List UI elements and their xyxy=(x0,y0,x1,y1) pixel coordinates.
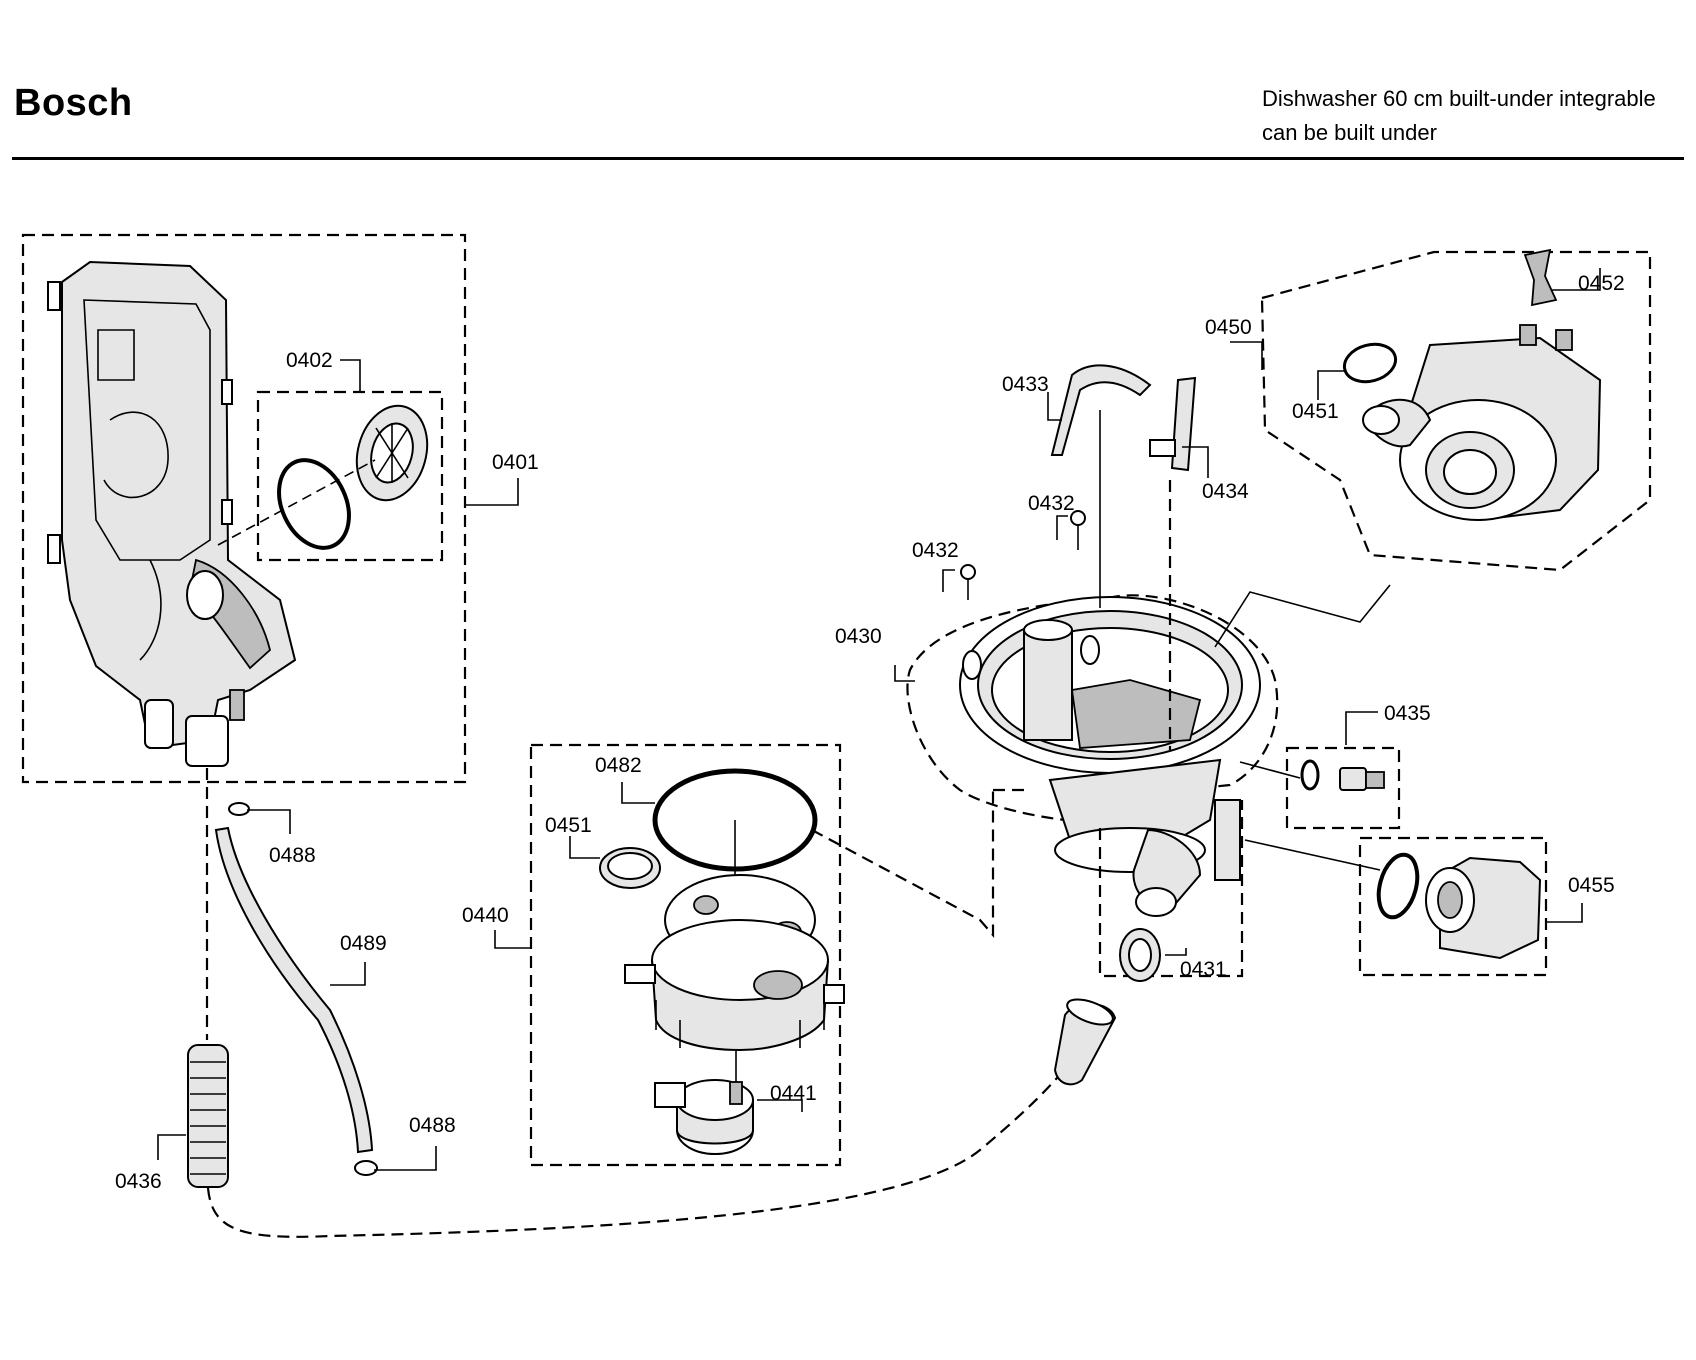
hose-0489 xyxy=(214,826,374,1154)
label-0489: 0489 xyxy=(340,932,387,955)
leader-0434 xyxy=(1182,446,1209,478)
label-0431: 0431 xyxy=(1180,958,1227,981)
leader-0482 xyxy=(621,782,655,804)
drain-housing xyxy=(47,260,297,767)
leader-0430 xyxy=(894,665,915,682)
leader-0488-lower xyxy=(374,1146,437,1171)
header-rule xyxy=(12,157,1684,160)
group-box-0435 xyxy=(1285,746,1401,830)
leader-0451-upper xyxy=(1317,370,1344,400)
group-box-0440 xyxy=(529,743,842,1167)
label-0452: 0452 xyxy=(1578,272,1625,295)
label-0430: 0430 xyxy=(835,625,882,648)
group-box-0402 xyxy=(256,390,444,562)
drain-stub xyxy=(1053,998,1117,1086)
label-0434: 0434 xyxy=(1202,480,1249,503)
corrugated-hose-0436 xyxy=(187,1044,229,1188)
label-0488-lower: 0488 xyxy=(409,1114,456,1137)
label-0482: 0482 xyxy=(595,754,642,777)
leader-0436 xyxy=(157,1134,186,1160)
hose-clamp-0488-upper xyxy=(228,802,250,816)
group-box-0431 xyxy=(1098,800,1244,978)
description-line-1: Dishwasher 60 cm built-under integrable xyxy=(1262,86,1656,111)
sensor-0435 xyxy=(1339,767,1385,791)
label-0402: 0402 xyxy=(286,349,333,372)
screw-0432-b xyxy=(1070,510,1086,550)
heater-connector xyxy=(811,788,1025,938)
description-line-2: can be built under xyxy=(1262,120,1437,145)
leader-0432-a xyxy=(942,569,955,592)
leader-0402 xyxy=(340,359,361,392)
label-0451-lower: 0451 xyxy=(545,814,592,837)
group-box-0455 xyxy=(1358,836,1548,977)
leader-0435 xyxy=(1345,711,1378,745)
label-0440: 0440 xyxy=(462,904,509,927)
seal-0455 xyxy=(1376,852,1420,920)
leader-0451-lower xyxy=(569,836,600,859)
leader-0401 xyxy=(466,478,519,506)
filter-0431 xyxy=(1119,928,1161,982)
clip-0433 xyxy=(1050,364,1152,456)
sump-pot xyxy=(959,596,1261,917)
clamp-0451-upper xyxy=(1342,342,1398,384)
hose-clamp-0488-lower xyxy=(354,1160,378,1176)
label-0401: 0401 xyxy=(492,451,539,474)
drain-hose-path xyxy=(206,1059,1073,1238)
leader-0489 xyxy=(330,962,366,986)
label-0450: 0450 xyxy=(1205,316,1252,339)
label-0455: 0455 xyxy=(1568,874,1615,897)
label-0441: 0441 xyxy=(770,1082,817,1105)
heater-housing xyxy=(624,874,845,1052)
bracket-0452 xyxy=(1523,248,1558,307)
leader-0440 xyxy=(494,930,530,949)
group-box-0401 xyxy=(21,233,467,784)
model-description: Dishwasher 60 cm built-under integrable … xyxy=(1262,82,1656,150)
leader-0431 xyxy=(1165,948,1187,956)
oring-0435 xyxy=(1300,759,1320,791)
pump-connector xyxy=(1214,584,1391,648)
group-box-0450 xyxy=(1260,250,1652,572)
group-outline-0430 xyxy=(906,594,1279,824)
leader-0433 xyxy=(1047,392,1062,421)
leader-0432-b xyxy=(1056,515,1068,540)
motor-0441 xyxy=(654,1050,754,1155)
label-0433: 0433 xyxy=(1002,373,1049,396)
leader-0441 xyxy=(757,1099,803,1112)
screw-0432-a xyxy=(960,564,976,600)
seal-ring xyxy=(277,458,351,550)
leader-0488-upper xyxy=(247,809,291,834)
non-return-valve xyxy=(355,404,429,502)
label-0432-b: 0432 xyxy=(1028,492,1075,515)
leader-0452 xyxy=(1552,268,1601,291)
label-0435: 0435 xyxy=(1384,702,1431,725)
label-0432-a: 0432 xyxy=(912,539,959,562)
label-0488-upper: 0488 xyxy=(269,844,316,867)
brand-title: Bosch xyxy=(14,82,133,124)
label-0436: 0436 xyxy=(115,1170,162,1193)
leader-0455 xyxy=(1546,903,1583,923)
label-0451-upper: 0451 xyxy=(1292,400,1339,423)
pump-0450 xyxy=(1362,324,1602,522)
pump-0455 xyxy=(1425,856,1542,960)
leader-0450 xyxy=(1230,341,1263,370)
